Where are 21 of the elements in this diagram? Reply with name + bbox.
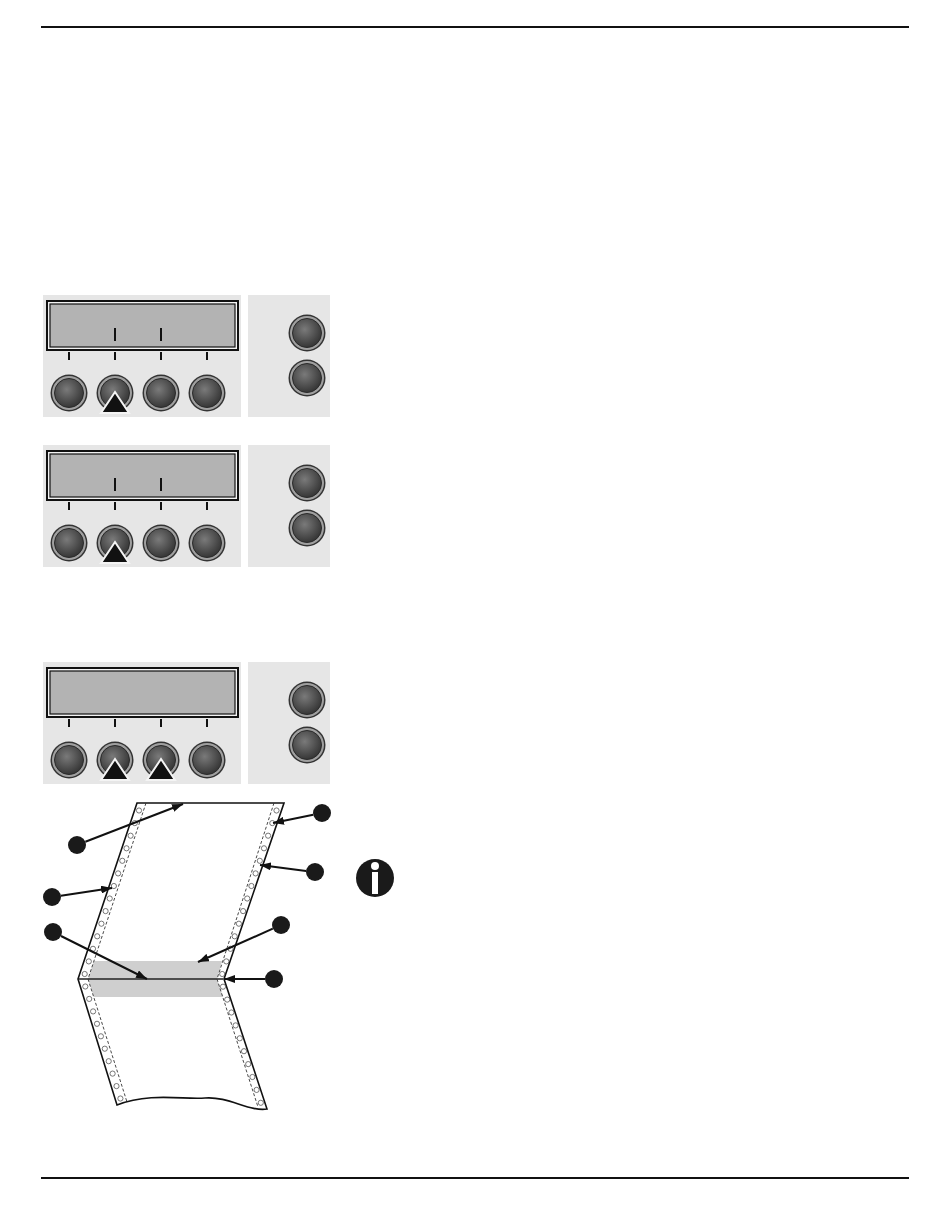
leader-arrow xyxy=(84,803,184,843)
callout-dot xyxy=(43,888,61,906)
leader-arrow xyxy=(272,813,315,825)
fold-perforation-line xyxy=(78,978,224,980)
callout-dot xyxy=(265,970,283,988)
tear-off-band xyxy=(78,961,224,997)
callout-dot xyxy=(306,863,324,881)
leader-arrow xyxy=(59,885,113,897)
paper-sheet xyxy=(77,802,285,1111)
sprocket-strip xyxy=(81,802,147,980)
leader-arrow xyxy=(259,862,308,872)
leader-arrow xyxy=(223,975,266,983)
sprocket-strip xyxy=(82,978,128,1103)
callout-dot xyxy=(313,804,331,822)
leader-arrow xyxy=(197,927,274,963)
callout-dot xyxy=(68,836,86,854)
callout-dot xyxy=(272,916,290,934)
sprocket-strip xyxy=(216,802,280,980)
sprocket-strip xyxy=(216,978,264,1108)
callout-dot xyxy=(44,923,62,941)
leader-arrow xyxy=(60,935,148,980)
